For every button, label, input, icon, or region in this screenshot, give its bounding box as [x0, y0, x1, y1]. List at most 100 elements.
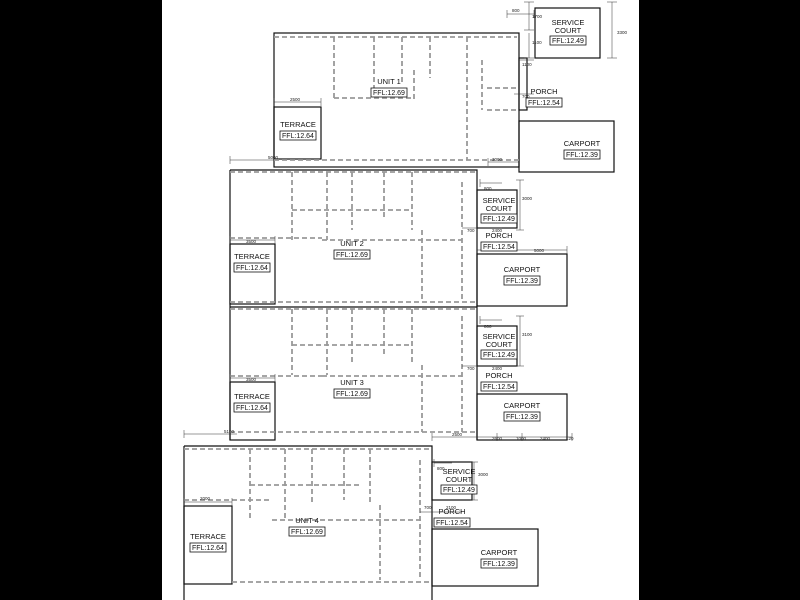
carport-4-outline: [431, 528, 539, 587]
dim-label: 3500: [246, 239, 257, 244]
unit-2-carport-ffl: FFL:12.39: [506, 278, 538, 285]
unit-3-service-court-label-1: SERVICE: [483, 332, 516, 341]
unit-3-porch-label: PORCH: [485, 371, 512, 380]
unit-4-service-court-ffl-box: [440, 484, 478, 495]
dim-label: 700: [467, 366, 475, 371]
unit-1-carport-ffl-box: [563, 149, 601, 160]
unit-4-terrace-ffl: FFL:12.64: [192, 545, 224, 552]
dim-label: 700: [467, 228, 475, 233]
interior-dashed-lines: [184, 36, 519, 583]
dimension-labels: 800 1700 1100 3300 1100 700 2500 5000 30…: [200, 8, 628, 510]
unit-3-service-court-ffl: FFL:12.49: [483, 352, 515, 359]
dim-label: 2600: [492, 436, 503, 441]
dim-label: 1100: [522, 62, 532, 67]
unit-1-porch-ffl-box: [525, 97, 563, 108]
dim-label: 2400: [540, 436, 551, 441]
unit-4-terrace-ffl-box: [189, 542, 227, 553]
dim-label: 2000: [200, 496, 211, 501]
unit-1-terrace-ffl: FFL:12.64: [282, 133, 314, 140]
service-court-4-outline: [431, 461, 473, 501]
room-labels: UNIT 1FFL:12.69TERRACEFFL:12.64SERVICECO…: [189, 18, 601, 569]
unit-1-ffl: FFL:12.69: [373, 90, 405, 97]
unit-3-carport-ffl-box: [503, 411, 541, 422]
outdoor-areas: [431, 7, 615, 587]
unit-3-carport-ffl: FFL:12.39: [506, 414, 538, 421]
unit-4-service-court-ffl: FFL:12.49: [443, 487, 475, 494]
unit-4-carport-ffl-box: [480, 558, 518, 569]
dim-label: 2100: [446, 505, 457, 510]
unit-3-carport-label: CARPORT: [504, 401, 541, 410]
terrace-unit-2: [229, 243, 276, 305]
unit-4-ffl: FFL:12.69: [291, 529, 323, 536]
unit-1-name: UNIT 1: [377, 77, 401, 86]
dim-label: 800: [484, 186, 492, 191]
dim-label: 1000: [516, 436, 527, 441]
unit-3-terrace-ffl: FFL:12.64: [236, 405, 268, 412]
unit-2-service-court-label-1: SERVICE: [483, 196, 516, 205]
unit-4-service-court-label-1: SERVICE: [443, 467, 476, 476]
unit-3-service-court-ffl-box: [480, 349, 518, 360]
unit-3-ffl-box: [333, 388, 371, 399]
site-plan-sheet: 800 1700 1100 3300 1100 700 2500 5000 30…: [162, 0, 639, 600]
unit-1-porch-label: PORCH: [530, 87, 557, 96]
dim-label: 3000: [522, 196, 533, 201]
unit-2-ffl: FFL:12.69: [336, 252, 368, 259]
unit-2-terrace-ffl: FFL:12.64: [236, 265, 268, 272]
dim-label: 120: [566, 436, 574, 441]
unit-2-ffl-box: [333, 249, 371, 260]
unit-4-porch-ffl-box: [433, 517, 471, 528]
unit-2-service-court-label-2: COURT: [486, 204, 513, 213]
unit-4-service-court-label-2: COURT: [446, 475, 473, 484]
unit-1-service-court-label-1: SERVICE: [552, 18, 585, 27]
dim-label: 800: [484, 324, 492, 329]
dim-label: 5000: [268, 155, 279, 160]
unit-3-service-court-label-2: COURT: [486, 340, 513, 349]
dim-label: 1100: [532, 40, 542, 45]
unit-1-porch-ffl: FFL:12.54: [528, 100, 560, 107]
unit-1-terrace-label: TERRACE: [280, 120, 316, 129]
unit-1-terrace-ffl-box: [279, 130, 317, 141]
dim-label: 2500: [452, 432, 463, 437]
carport-2-outline: [476, 253, 568, 307]
unit-1-carport-label: CARPORT: [564, 139, 601, 148]
dim-label: 3000: [492, 157, 503, 162]
unit-1-service-court-ffl: FFL:12.49: [552, 38, 584, 45]
unit-4-carport-ffl: FFL:12.39: [483, 561, 515, 568]
unit-3-name: UNIT 3: [340, 378, 364, 387]
unit-1-service-court-label-2: COURT: [555, 26, 582, 35]
unit-2-service-court-ffl-box: [480, 213, 518, 224]
service-court-1-outline: [534, 7, 601, 59]
dim-label: 3000: [478, 472, 489, 477]
terraces: [183, 106, 322, 585]
dim-label: 800: [512, 8, 520, 13]
unit-4-terrace-label: TERRACE: [190, 532, 226, 541]
dim-label: 3500: [246, 377, 257, 382]
unit-2-carport-ffl-box: [503, 275, 541, 286]
site-plan-drawing: 800 1700 1100 3300 1100 700 2500 5000 30…: [183, 1, 628, 600]
unit-2-service-court-ffl: FFL:12.49: [483, 216, 515, 223]
unit-4-carport-label: CARPORT: [481, 548, 518, 557]
dim-label: 3300: [617, 30, 628, 35]
unit-2-porch-ffl: FFL:12.54: [483, 244, 515, 251]
unit-4-porch-label: PORCH: [438, 507, 465, 516]
unit-4-name: UNIT 4: [295, 516, 319, 525]
dim-label: 2400: [492, 228, 503, 233]
unit-3-terrace-ffl-box: [233, 402, 271, 413]
unit-1-carport-ffl: FFL:12.39: [566, 152, 598, 159]
dim-label: 700: [522, 94, 530, 99]
unit-3-ffl: FFL:12.69: [336, 391, 368, 398]
unit-2-carport-label: CARPORT: [504, 265, 541, 274]
dim-label: 3100: [522, 332, 533, 337]
dim-label: 5150: [224, 429, 235, 434]
porch-1-wall: [518, 57, 528, 111]
terrace-unit-1: [273, 106, 322, 160]
dim-label: 1700: [532, 14, 543, 19]
unit-3-porch-ffl-box: [480, 381, 518, 392]
unit-2-terrace-ffl-box: [233, 262, 271, 273]
unit-3-porch-ffl: FFL:12.54: [483, 384, 515, 391]
unit-2-porch-label: PORCH: [485, 231, 512, 240]
unit-2-name: UNIT 2: [340, 239, 364, 248]
unit-2-terrace-label: TERRACE: [234, 252, 270, 261]
unit-1-service-court-ffl-box: [549, 35, 587, 46]
dim-label: 5000: [534, 248, 545, 253]
